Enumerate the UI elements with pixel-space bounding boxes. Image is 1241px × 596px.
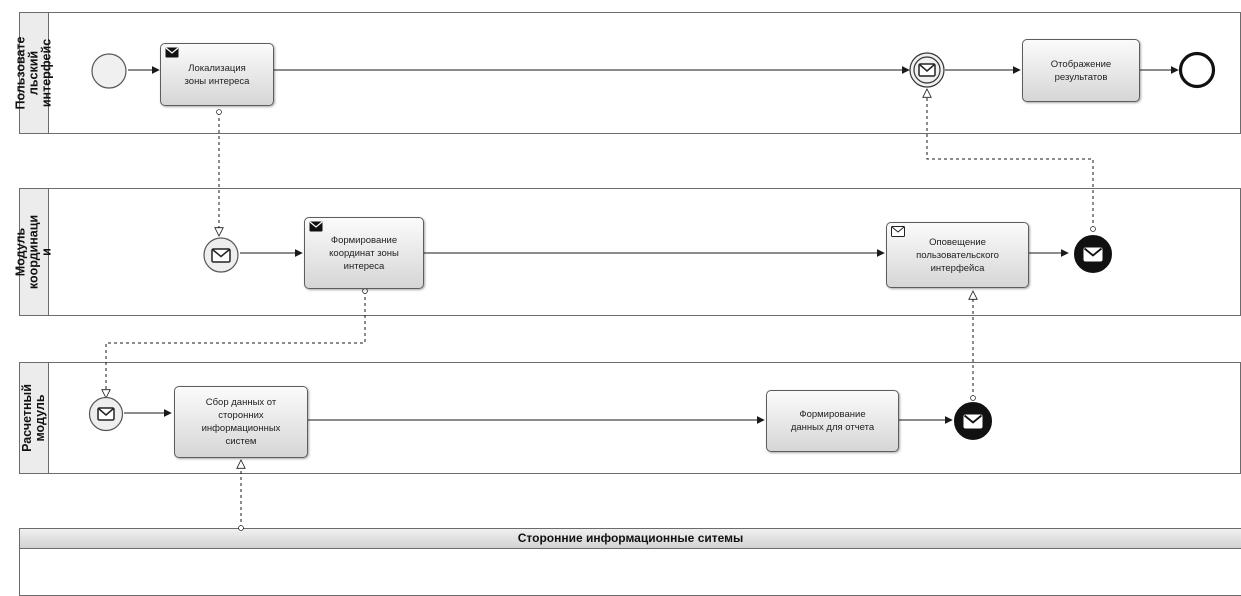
message-end-event-calculation[interactable] xyxy=(948,396,998,446)
task-label: Локализация зоны интереса xyxy=(184,62,250,87)
message-start-event-calculation[interactable] xyxy=(88,396,124,432)
pool-label-box: Пользовате льский интерфейс xyxy=(14,13,54,133)
envelope-icon xyxy=(963,414,983,429)
message-end-event-coordination[interactable] xyxy=(1068,229,1118,279)
task-collect-data[interactable]: Сбор данных от сторонних информационных … xyxy=(174,386,308,458)
pool-external-systems: Сторонние информационные ситемы xyxy=(19,528,1241,596)
task-form-coordinates[interactable]: Формирование координат зоны интереса xyxy=(304,217,424,289)
task-localization[interactable]: Локализация зоны интереса xyxy=(160,43,274,106)
task-label: Оповещение пользовательского интерфейса xyxy=(916,236,999,274)
task-notify-ui[interactable]: Оповещение пользовательского интерфейса xyxy=(886,222,1029,288)
envelope-icon xyxy=(97,407,115,421)
start-event[interactable] xyxy=(90,52,128,90)
end-event[interactable] xyxy=(1178,51,1216,89)
task-label: Сбор данных от сторонних информационных … xyxy=(201,397,281,447)
envelope-icon xyxy=(211,248,231,263)
envelope-icon xyxy=(918,63,936,77)
send-message-icon xyxy=(165,47,179,58)
task-label: Отображение результатов xyxy=(1050,58,1112,83)
task-form-report-data[interactable]: Формирование данных для отчета xyxy=(766,390,899,452)
message-start-event-coordination[interactable] xyxy=(202,236,240,274)
pool-label-external: Сторонние информационные ситемы xyxy=(20,529,1241,549)
message-flow xyxy=(106,291,365,398)
intermediate-message-catch-event[interactable] xyxy=(909,52,945,88)
receive-message-icon xyxy=(891,226,905,237)
send-message-icon xyxy=(309,221,323,232)
pool-label-box: Модуль координаци и xyxy=(14,189,54,315)
task-label: Формирование данных для отчета xyxy=(790,409,875,433)
message-flow xyxy=(927,89,1093,229)
envelope-icon xyxy=(1083,247,1103,262)
pool-label-box: Расчетный модуль xyxy=(20,363,49,473)
task-display-results[interactable]: Отображение результатов xyxy=(1022,39,1140,102)
task-label: Формирование координат зоны интереса xyxy=(329,234,399,272)
